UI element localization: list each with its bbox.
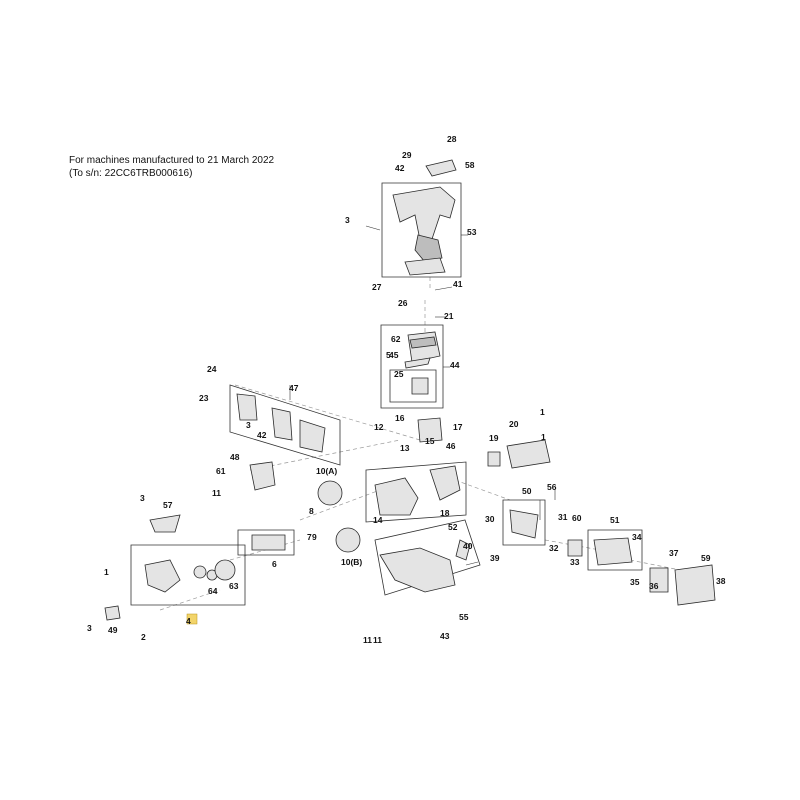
heading-line-1: For machines manufactured to 21 March 20…	[69, 155, 275, 166]
part-callout-20: 20	[509, 419, 519, 429]
part-callout-1: 1	[540, 407, 545, 417]
part-callout-33: 33	[570, 557, 580, 567]
part-callout-52: 52	[448, 522, 458, 532]
part-callout-57: 57	[163, 500, 173, 510]
part-callout-17: 17	[453, 422, 463, 432]
loose-parts	[104, 159, 716, 621]
part-callout-62: 62	[391, 334, 401, 344]
part-callout-5: 5	[386, 350, 391, 360]
part-callout-47: 47	[289, 383, 299, 393]
part-callout-31: 31	[558, 512, 568, 522]
group-box-crankcase	[365, 461, 467, 523]
part-callout-27: 27	[372, 282, 382, 292]
part-callout-10a: 10(A)	[316, 466, 337, 476]
part-callout-2: 2	[141, 632, 146, 642]
part-callout-37: 37	[669, 548, 679, 558]
part-callout-11: 11	[373, 635, 382, 645]
group-box-fuel-tank	[374, 519, 481, 596]
part-callout-3: 3	[140, 493, 145, 503]
part-callout-9: 9	[312, 532, 317, 542]
part-callout-16: 16	[395, 413, 405, 423]
group-box-air-filter	[229, 384, 341, 466]
part-callout-38: 38	[716, 576, 726, 586]
part-callout-10b: 10(B)	[341, 557, 362, 567]
part-callout-11: 11	[212, 488, 221, 498]
part-callout-49: 49	[108, 625, 118, 635]
part-callout-23: 23	[199, 393, 209, 403]
highlight-marker	[186, 613, 198, 625]
part-callout-61: 61	[216, 466, 226, 476]
part-callout-35: 35	[630, 577, 640, 587]
part-callout-60: 60	[572, 513, 582, 523]
part-callout-40: 40	[463, 541, 473, 551]
part-callout-39: 39	[490, 553, 500, 563]
part-callout-56: 56	[547, 482, 557, 492]
part-callout-32: 32	[549, 543, 559, 553]
group-box-muffler	[587, 529, 643, 571]
part-callout-63: 63	[229, 581, 239, 591]
part-callout-1: 1	[541, 432, 546, 442]
part-callout-53: 53	[467, 227, 477, 237]
group-box-carburettor	[502, 499, 546, 546]
part-callout-3: 3	[246, 420, 251, 430]
callout-numbers: 1112333345678910(A)10(B)1111111213141516…	[87, 134, 726, 645]
diagram-heading: For machines manufactured to 21 March 20…	[69, 154, 274, 180]
part-callout-64: 64	[208, 586, 218, 596]
part-callout-44: 44	[450, 360, 460, 370]
part-callout-3: 3	[345, 215, 350, 225]
part-callout-58: 58	[465, 160, 475, 170]
part-callout-19: 19	[489, 433, 499, 443]
part-callout-42: 42	[395, 163, 405, 173]
part-callout-46: 46	[446, 441, 456, 451]
part-callout-43: 43	[440, 631, 450, 641]
part-callout-18: 18	[440, 508, 450, 518]
part-callout-51: 51	[610, 515, 620, 525]
part-callout-42: 42	[257, 430, 267, 440]
group-box-ignition	[237, 529, 295, 556]
part-callout-26: 26	[398, 298, 408, 308]
part-callout-30: 30	[485, 514, 495, 524]
part-callout-1: 1	[104, 567, 109, 577]
leader-lines	[289, 225, 556, 566]
part-callout-13: 13	[400, 443, 410, 453]
part-callout-50: 50	[522, 486, 532, 496]
group-box-engine-cover	[381, 182, 462, 278]
heading-line-2: (To s/n: 22CC6TRB000616)	[69, 168, 193, 179]
part-callout-11: 11	[363, 635, 372, 645]
part-callout-55: 55	[459, 612, 469, 622]
part-callout-6: 6	[272, 559, 277, 569]
part-callout-25: 25	[394, 369, 404, 379]
part-callout-14: 14	[373, 515, 383, 525]
part-callout-29: 29	[402, 150, 412, 160]
part-callout-8: 8	[309, 506, 314, 516]
part-callout-21: 21	[444, 311, 454, 321]
group-box-cylinder	[380, 324, 444, 409]
part-callout-48: 48	[230, 452, 240, 462]
part-callout-24: 24	[207, 364, 217, 374]
part-callout-4: 4	[186, 616, 191, 626]
part-callout-15: 15	[425, 436, 435, 446]
part-callout-34: 34	[632, 532, 642, 542]
part-callout-59: 59	[701, 553, 711, 563]
part-callout-36: 36	[649, 581, 659, 591]
part-callout-41: 41	[453, 279, 463, 289]
group-box-starter-clutch	[130, 544, 246, 606]
part-callout-7: 7	[307, 532, 312, 542]
part-callout-45: 45	[389, 350, 399, 360]
part-callout-28: 28	[447, 134, 457, 144]
part-callout-3: 3	[87, 623, 92, 633]
part-callout-12: 12	[374, 422, 384, 432]
